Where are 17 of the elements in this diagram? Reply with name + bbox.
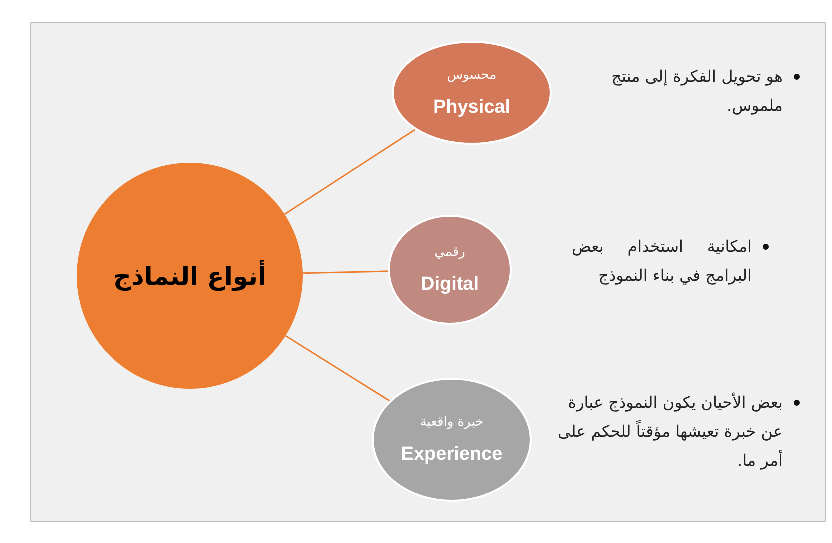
ellipse-label: رقمي [434, 244, 466, 260]
ellipse-label: Digital [420, 274, 480, 296]
ellipse-label: Physical [433, 96, 511, 118]
circle-node [77, 163, 303, 389]
ellipse-node [372, 378, 532, 502]
bullet-text: بعض الأحيان يكون النموذج عبارة عن خبرة تعيشها مؤقتاً للحكم على أمر ما. [557, 392, 783, 472]
bullet-text: هو تحويل الفكرة إلى منتج ملموس. [610, 66, 783, 117]
ellipse-node [392, 41, 552, 145]
connector-line [284, 129, 416, 216]
ellipse-label: Experience [401, 444, 503, 466]
connector-line [285, 335, 390, 402]
title-text: أنواع النماذج [113, 262, 267, 290]
ellipse-label: محسوس [447, 68, 497, 82]
ellipse-node [388, 215, 512, 325]
connector-line [302, 270, 388, 274]
ellipse-label: خبرة واقعية [420, 414, 484, 430]
bullet-text: امكانية استخدام بعض البرامج في بناء النموذج [572, 236, 752, 287]
